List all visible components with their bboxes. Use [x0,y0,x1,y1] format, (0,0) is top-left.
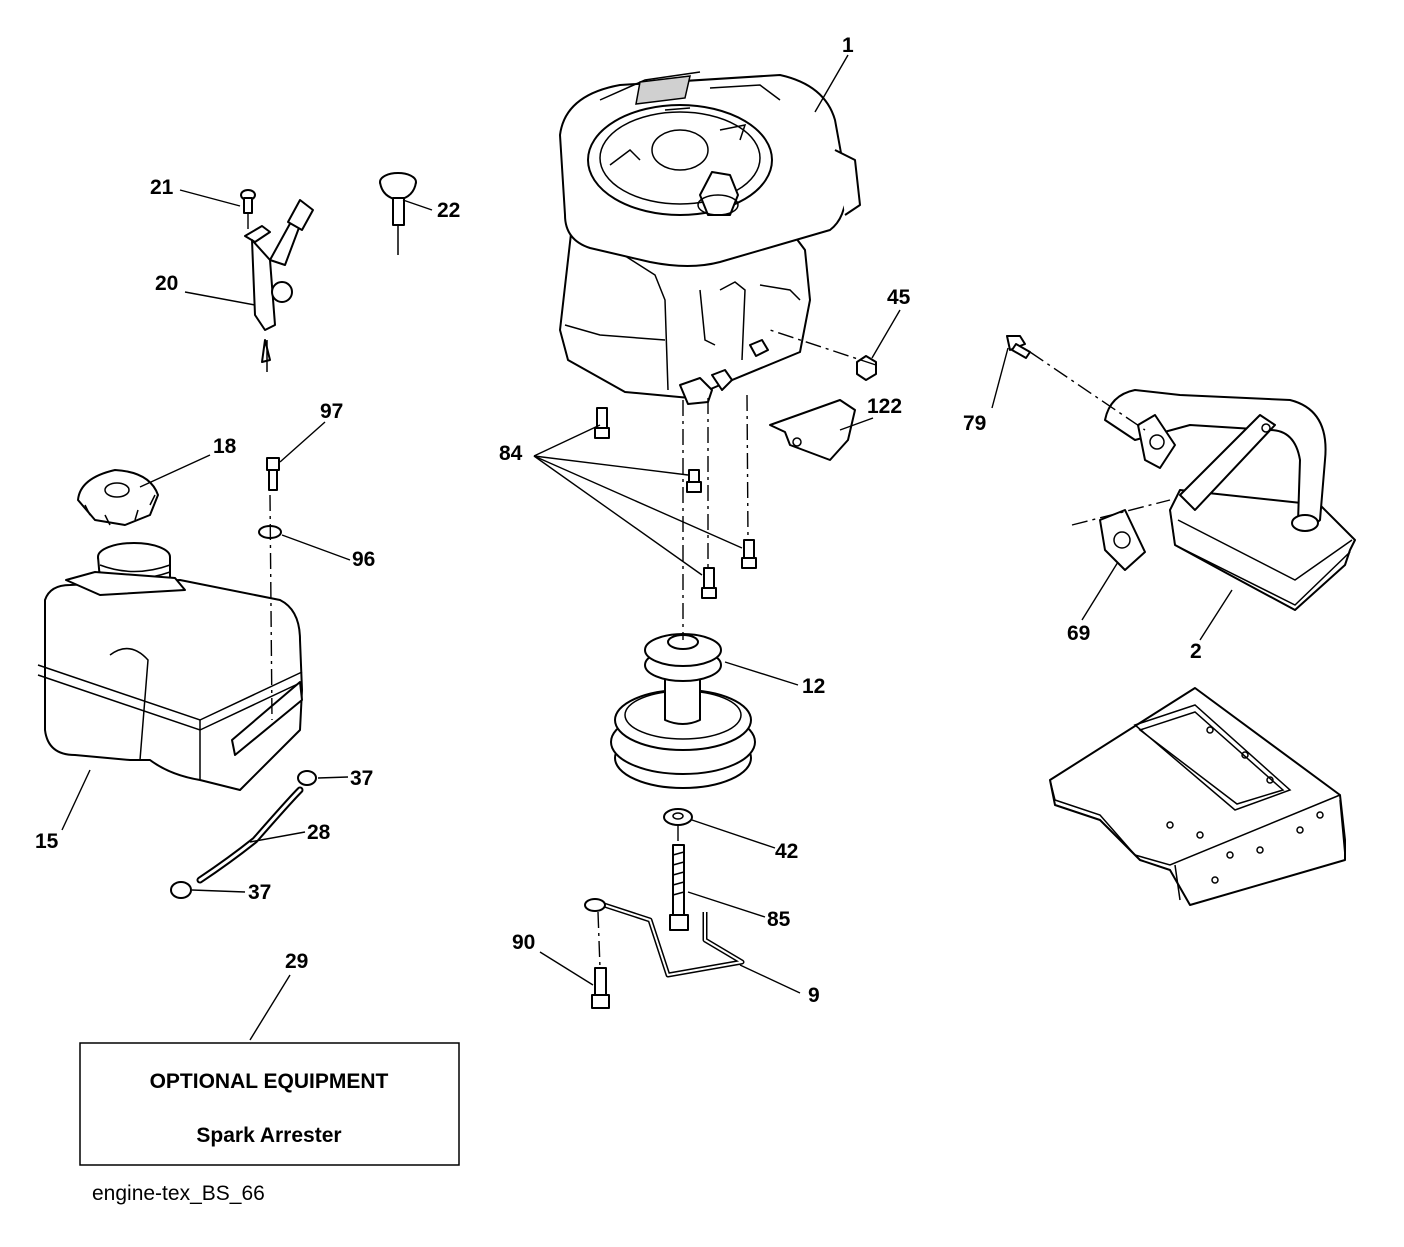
label-part-2: 2 [1190,640,1202,663]
leader-lines [61,54,1233,1041]
optional-equipment-frame [79,1042,460,1166]
label-part-9: 9 [808,984,820,1007]
choke-knob-illustration [379,172,417,255]
label-part-12: 12 [802,675,825,698]
label-part-21: 21 [150,176,174,199]
label-part-15: 15 [35,830,59,853]
engine-illustration [559,71,861,405]
label-part-122: 122 [867,395,902,418]
label-part-84: 84 [499,442,523,465]
hardware-illustration [258,335,1146,1009]
label-part-97: 97 [320,400,343,423]
label-part-96: 96 [352,548,375,571]
fuel-cap-illustration [77,469,159,526]
label-part-79: 79 [963,412,986,435]
label-part-22: 22 [437,199,460,222]
label-part-29: 29 [285,950,308,973]
label-part-85: 85 [767,908,791,931]
optional-equipment-title: OPTIONAL EQUIPMENT [150,1070,389,1093]
optional-equipment-subtitle: Spark Arrester [196,1124,341,1147]
engine-mount-plate-illustration [1049,687,1346,906]
muffler-illustration [1104,389,1356,611]
label-part-45: 45 [887,286,911,309]
pulley-illustration [610,633,756,789]
fuel-tank-illustration [37,542,303,791]
label-part-37-bottom: 37 [248,881,271,904]
fuel-line-illustration [170,770,317,899]
label-part-1: 1 [842,34,854,57]
label-part-20: 20 [155,272,178,295]
label-part-42: 42 [775,840,798,863]
label-part-37-top: 37 [350,767,373,790]
optional-equipment-box: OPTIONAL EQUIPMENT Spark Arrester [79,1042,460,1166]
label-part-18: 18 [213,435,237,458]
throttle-control-illustration [240,189,314,372]
part-labels: 1 2 9 12 15 18 20 21 22 28 29 37 37 42 4… [35,34,1202,1007]
label-part-28: 28 [307,821,331,844]
diagram-code: engine-tex_BS_66 [92,1182,265,1205]
label-part-90: 90 [512,931,535,954]
label-part-69: 69 [1067,622,1090,645]
